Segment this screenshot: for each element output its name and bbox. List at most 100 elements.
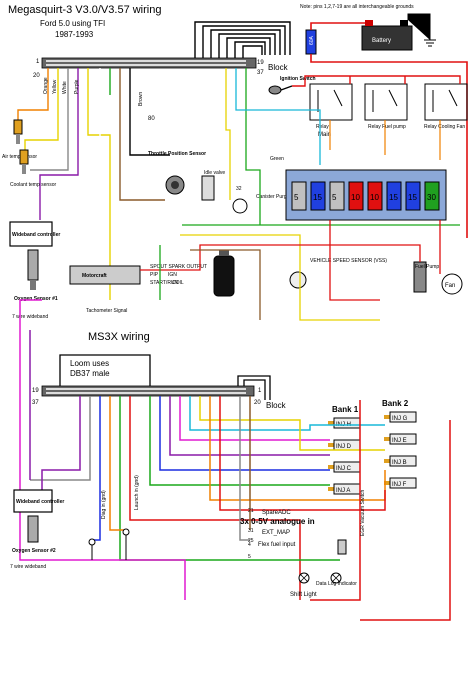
main-fuse-label: 60A [309,35,315,45]
top-pin37: 37 [257,70,264,76]
pin5-label: 5 [248,554,251,560]
shift-light-label: Shift Light [290,592,317,598]
wire-label-yellow: Yellow [52,79,58,94]
top-pin20: 20 [33,73,40,79]
wire-label-brown: Brown [138,92,144,106]
shift-light: Shift Light [290,572,317,598]
wire-label-32: 32 [236,186,242,192]
injector: INJ G [384,411,417,423]
fan: Fan [441,273,463,295]
ms3x-ground-wires [59,354,271,400]
ext-map-label: EXT_MAP [262,530,290,536]
ignition-coil [213,250,235,297]
injector: INJ D [328,439,361,451]
mid-pin19: 19 [32,388,39,394]
launch-input: Launch in (gnd) [122,475,140,560]
injector: INJ B [384,455,417,467]
mid-block-label: Block [266,401,287,410]
tps-label: Throttle Position Sensor [148,151,206,157]
wire-label-80: 80 [148,116,155,122]
mid-wires [140,68,460,321]
relay-cooling-fan: Relay Cooling Fan [424,83,468,130]
pin31-label: 31 [248,528,254,534]
injector: INJ C [328,461,361,473]
fuse-rating: 10 [351,193,360,202]
injector: INJ A [328,483,361,495]
wideband2-wire-label: 7 wire wideband [10,564,46,570]
injector-label: INJ B [392,460,407,466]
bank2-title: Bank 2 [382,399,409,408]
fuse-rating: 10 [370,193,379,202]
tfi-pip: PIP [150,272,159,278]
injector-label: INJ C [336,466,352,472]
fuse: 5 [291,181,307,211]
ground-symbol-battery [407,13,436,47]
injector-label: INJ F [392,482,407,488]
top-block-label: Block [268,63,289,72]
flex-label: Flex fuel input [258,542,296,548]
relay-fuel-label: Relay Fuel pump [368,124,406,130]
relay-orange-wires [329,120,441,160]
relay-main-relay-label: Relay [316,124,329,130]
ms3x-title: MS3X wiring [88,331,150,343]
fuse-rating: 5 [332,193,337,202]
fuse: 10 [348,181,364,211]
wire-label-green: Green [270,156,284,162]
wideband1-wire-label: 7 wire wideband [12,314,48,320]
top-connector-pins [46,60,246,66]
fuel-pump: Fuel Pump [413,261,439,293]
top-pin19: 19 [257,60,264,66]
fuse: 15 [386,181,402,211]
wire-label-orange: Orange [43,77,49,94]
analogue-label: 3x 0-5V analogue in [240,517,315,526]
tfi-module: Motorcraft SPOUT SPARK OUTPUT PIP IGN ST… [69,264,207,286]
loom-line1: Loom uses [70,359,109,368]
wideband1-box-label: Wideband controller [12,232,60,238]
egr-label: EGR Vacuum Switch [360,489,366,536]
relay-fan-label: Relay Cooling Fan [424,124,465,130]
bank2-injectors: INJ G INJ E INJ B INJ F [384,411,417,489]
main-fuse: 60A [305,29,317,55]
fuse-rating: 5 [294,193,299,202]
injector: INJ E [384,433,417,445]
tfi-coil: COIL [172,280,184,286]
tfi-ign: IGN [168,272,177,278]
mid-pin37: 37 [32,400,39,406]
mid-pin1: 1 [258,388,262,394]
title-line1: Megasquirt-3 V3.0/V3.57 wiring [8,4,161,16]
fuse: 10 [367,181,383,211]
pin25-label: 25 [248,538,254,544]
tachometer-label: Tachometer Signal [86,308,127,314]
fuse: 15 [405,181,421,211]
relay-red-wires [292,75,461,87]
relay-fuel-pump: Relay Fuel pump [364,83,408,130]
top-ground-wires [194,21,291,58]
spare-adc-label: SpareADC [262,510,291,516]
wire-label-white: White [62,81,68,94]
pin21-label: 21 [248,508,254,514]
egr-switch: EGR Vacuum Switch [337,489,366,555]
ms3x-connector: 19 37 1 20 Block [32,385,287,410]
ignition-switch-label: Ignition Switch [280,76,316,82]
data-log-indicator: Data Log Indicator [316,572,357,587]
data-log-label: Data Log Indicator [316,581,357,587]
throttle-position-sensor: Throttle Position Sensor [148,151,206,195]
injector-label: INJ E [392,438,407,444]
canister-purge-solenoid: Canister Purge Solenoid 32 [232,186,310,214]
left-sensor-wires [17,68,170,300]
battery-label: Battery [372,38,391,44]
fuel-pump-label: Fuel Pump [415,264,439,270]
ground-note: Note: pins 1,2,7-19 are all interchangea… [300,4,414,10]
title-line3: 1987-1993 [55,30,94,39]
injector-label: INJ G [392,416,408,422]
wideband2-o2-label: Oxygen Sensor #2 [12,548,56,554]
wideband-controller-2: Wideband controller Oxygen Sensor #2 7 w… [10,489,64,570]
top-pin1: 1 [36,59,40,65]
fuse-rating: 15 [389,193,398,202]
ignition-switch: Ignition Switch [268,76,316,95]
